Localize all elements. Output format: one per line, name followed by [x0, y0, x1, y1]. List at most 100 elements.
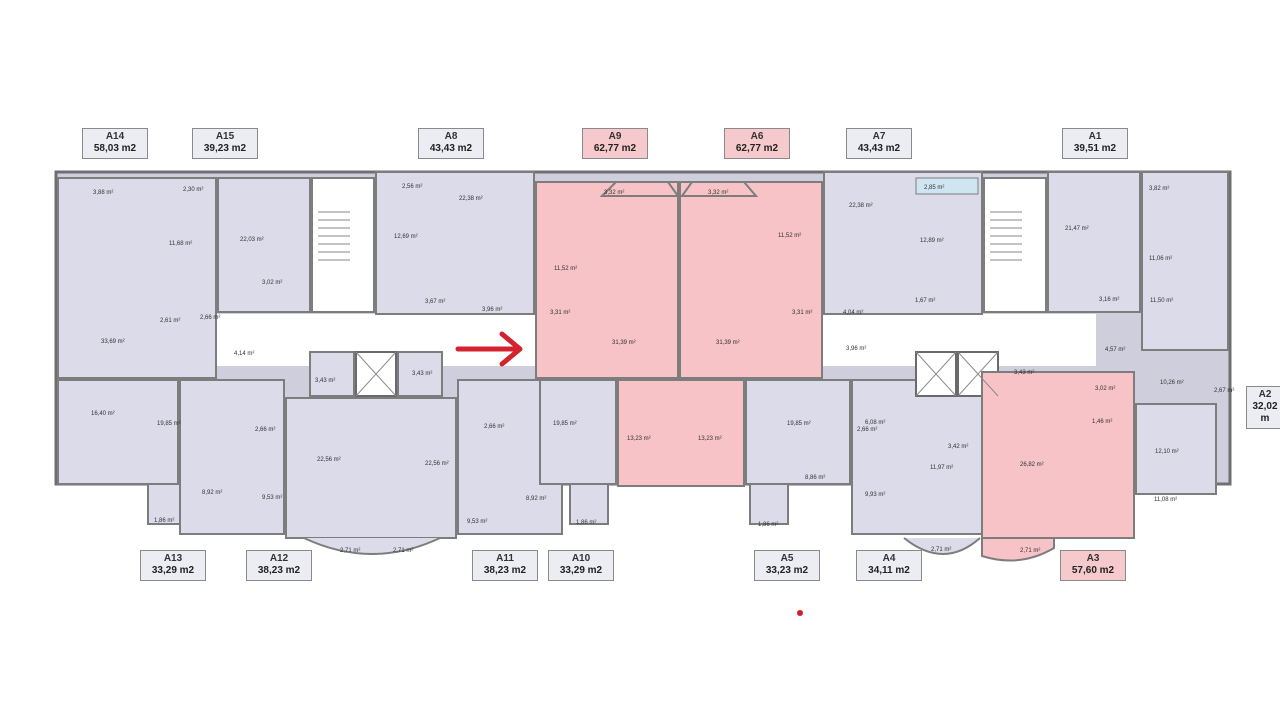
- balcony-A7: [915, 177, 979, 195]
- apartment-area: 43,43 m2: [857, 143, 901, 154]
- room-area: 1,86 m²: [154, 518, 175, 524]
- apartment-A7[interactable]: [823, 171, 983, 315]
- room-area: 3,82 m²: [1149, 186, 1170, 192]
- apartment-code: A8: [444, 131, 458, 142]
- room-area: 2,66 m²: [255, 427, 276, 433]
- room-area: 33,69 m²: [101, 339, 125, 345]
- room-area: 2,56 m²: [402, 184, 423, 190]
- apartment-A8[interactable]: [375, 171, 535, 315]
- room-area: 11,50 m²: [1150, 298, 1174, 304]
- apartment-area: 39,23 m2: [203, 143, 247, 154]
- apartment-A15[interactable]: [217, 177, 311, 313]
- apartment-code: A9: [608, 131, 622, 142]
- room-area: 3,32 m²: [604, 190, 625, 196]
- room-area: 22,03 m²: [240, 237, 264, 243]
- room-area: 8,86 m²: [805, 475, 826, 481]
- room-area: 31,39 m²: [612, 340, 636, 346]
- room-area: 22,56 m²: [425, 461, 449, 467]
- room-area: 9,93 m²: [865, 492, 886, 498]
- room-area: 11,68 m²: [169, 241, 193, 247]
- room-area: 2,61 m²: [160, 318, 181, 324]
- room-area: 11,08 m²: [1154, 497, 1178, 503]
- room-area: 31,39 m²: [716, 340, 740, 346]
- apartment-code: A1: [1088, 131, 1102, 142]
- apartment-A6[interactable]: [679, 181, 823, 379]
- apartment-A4[interactable]: [851, 379, 983, 535]
- room-area: 3,43 m²: [412, 371, 433, 377]
- room-area: 1,67 m²: [915, 298, 936, 304]
- apartment-area: 58,03 m2: [93, 143, 137, 154]
- apartment-code: A10: [571, 553, 591, 564]
- room-area: 22,56 m²: [317, 457, 341, 463]
- room-area: 22,38 m²: [459, 196, 483, 202]
- apartment-A3[interactable]: [981, 371, 1135, 539]
- room-area: 22,38 m²: [849, 203, 873, 209]
- apartment-A10[interactable]: [539, 379, 617, 485]
- apartment-area: 62,77 m2: [593, 143, 637, 154]
- room-area: 2,66 m²: [200, 315, 221, 321]
- room-area: 11,97 m²: [930, 465, 954, 471]
- room-area: 2,71 m²: [931, 547, 952, 553]
- apartment-area: 38,23 m2: [257, 565, 301, 576]
- room-area: 2,66 m²: [484, 424, 505, 430]
- apartment-area: 34,11 m2: [868, 565, 910, 576]
- room-area: 4,14 m²: [234, 351, 255, 357]
- room-area: 13,23 m²: [627, 436, 651, 442]
- apartment-area: 43,43 m2: [429, 143, 473, 154]
- room-area: 2,30 m²: [183, 187, 204, 193]
- apartment-A14[interactable]: [57, 177, 217, 379]
- room-area: 1,46 m²: [1092, 419, 1113, 425]
- room-area: 3,43 m²: [315, 378, 336, 384]
- arrow-icon: [455, 331, 523, 367]
- room-area: 4,04 m²: [843, 310, 864, 316]
- room-area: 11,06 m²: [1149, 256, 1173, 262]
- room-area: 19,85 m²: [787, 421, 811, 427]
- room-area: 11,52 m²: [554, 266, 578, 272]
- apartment-A9[interactable]: [535, 181, 679, 379]
- apartment-A13[interactable]: [57, 379, 179, 485]
- apartment-A1[interactable]: [1047, 171, 1141, 313]
- stair-treads: [318, 211, 1022, 397]
- apartment-A2[interactable]: [1141, 171, 1229, 351]
- room-area: 3,02 m²: [262, 280, 283, 286]
- room-area: 12,10 m²: [1155, 449, 1179, 455]
- room-area: 21,47 m²: [1065, 226, 1089, 232]
- room-area: 19,85 m²: [553, 421, 577, 427]
- room-area: 9,53 m²: [262, 495, 283, 501]
- apartment-code: A15: [215, 131, 235, 142]
- room-area: 3,31 m²: [550, 310, 571, 316]
- room-area: 3,88 m²: [93, 190, 114, 196]
- apartment-area: 32,02 m: [1252, 401, 1278, 424]
- stair-left: [311, 177, 375, 313]
- room-area: 3,31 m²: [792, 310, 813, 316]
- apartment-A12[interactable]: [179, 379, 285, 535]
- apartment-code: A12: [269, 553, 289, 564]
- room-area: 12,89 m²: [920, 238, 944, 244]
- room-area: 16,40 m²: [91, 411, 115, 417]
- room-area: 2,66 m²: [857, 427, 878, 433]
- room-area: 3,43 m²: [1014, 370, 1035, 376]
- apartment-code: A11: [496, 553, 514, 564]
- upper-apartments: [57, 171, 1229, 379]
- apartment-area: 33,23 m2: [765, 565, 809, 576]
- room-area: 3,42 m²: [948, 444, 969, 450]
- room-area: 19,85 m²: [157, 421, 181, 427]
- apartment-code: A4: [882, 553, 896, 564]
- apartment-A5[interactable]: [745, 379, 851, 485]
